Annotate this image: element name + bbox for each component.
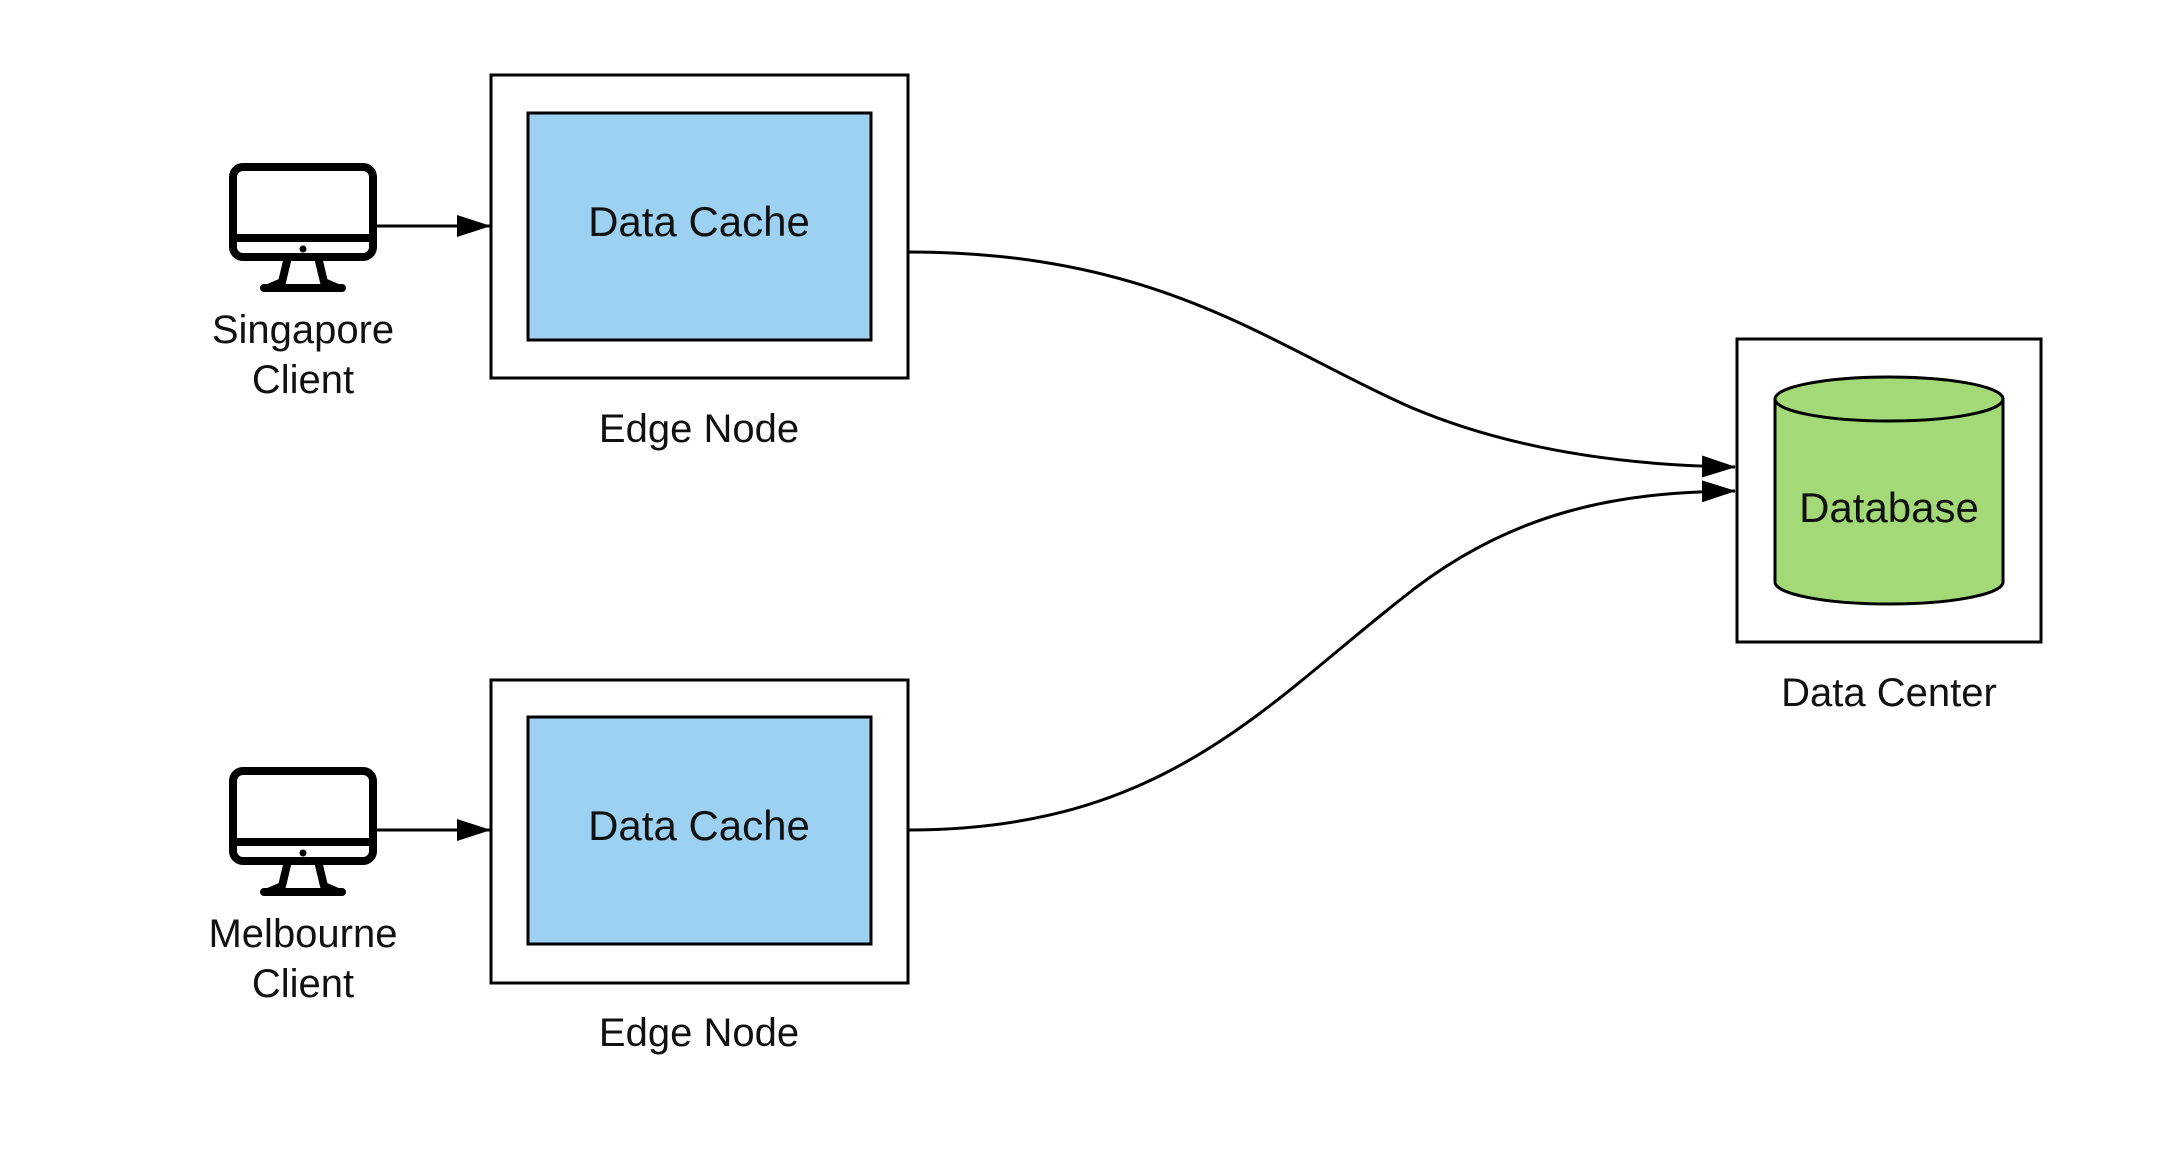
data-cache-label: Data Cache	[588, 198, 810, 245]
client-name-line2: Client	[252, 962, 354, 1006]
client-singapore: Singapore Client	[212, 163, 394, 402]
data-cache-label: Data Cache	[588, 802, 810, 849]
data-cache-box	[526, 111, 873, 342]
client-name-line2: Client	[252, 358, 354, 402]
connector-edge2-to-datacenter	[907, 480, 1736, 832]
client-name-line1: Singapore	[212, 308, 394, 352]
edge-node-2: Data Cache Edge Node	[489, 678, 910, 1055]
client-name-line1: Melbourne	[208, 912, 397, 956]
desktop-monitor-icon	[229, 767, 377, 896]
data-cache-box	[526, 715, 873, 946]
edge-node-label: Edge Node	[599, 1011, 799, 1055]
client-melbourne: Melbourne Client	[208, 767, 398, 1006]
connector-edge1-to-datacenter	[907, 250, 1736, 478]
data-center: Database Data Center	[1735, 337, 2043, 715]
data-center-label: Data Center	[1781, 671, 1997, 715]
desktop-monitor-icon	[229, 163, 377, 292]
database-cylinder-icon	[1773, 375, 2005, 606]
edge-node-1: Data Cache Edge Node	[489, 73, 910, 451]
database-label: Database	[1799, 484, 1979, 531]
edge-node-label: Edge Node	[599, 407, 799, 451]
